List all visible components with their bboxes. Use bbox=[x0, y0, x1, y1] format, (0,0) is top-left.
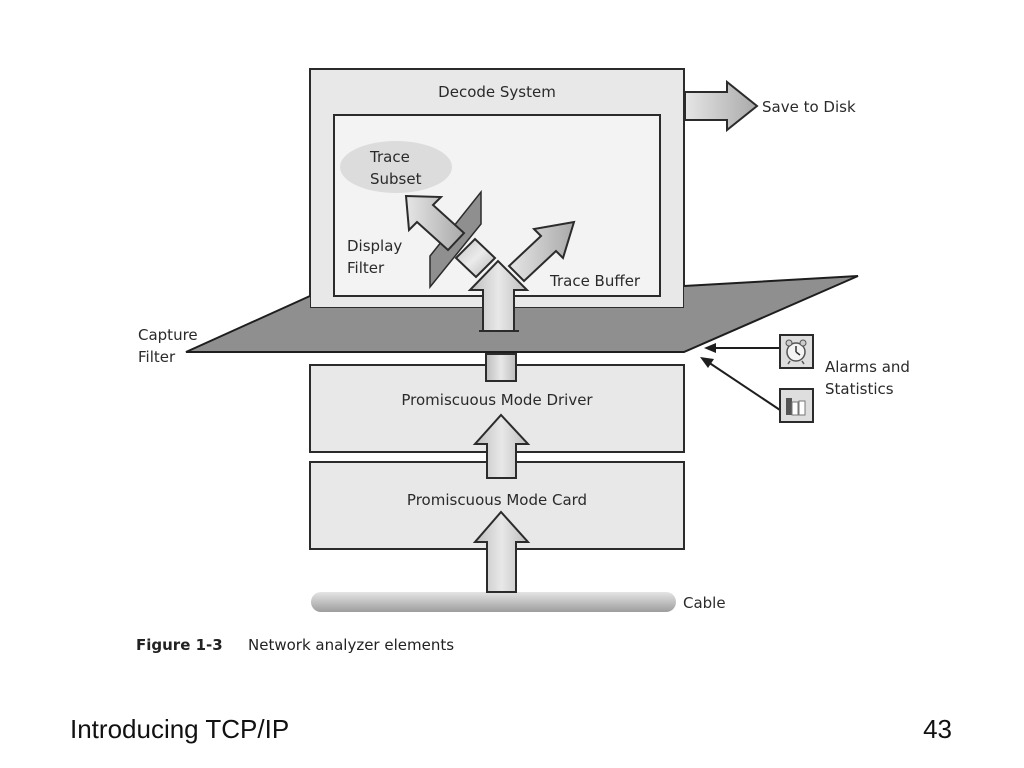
promiscuous-mode-card-label: Promiscuous Mode Card bbox=[407, 491, 587, 509]
decode-system-label: Decode System bbox=[438, 83, 556, 101]
driver-to-capture-connector bbox=[485, 353, 517, 382]
trace-subset-label-line1: Trace bbox=[369, 148, 410, 166]
capture-filter-label-line1: Capture bbox=[138, 326, 198, 344]
cable bbox=[311, 592, 676, 612]
display-filter-connector bbox=[454, 237, 497, 279]
alarms-statistics-label-line1: Alarms and bbox=[825, 358, 910, 376]
alarm-clock-icon bbox=[779, 334, 814, 369]
figure-number: Figure 1-3 bbox=[136, 636, 223, 654]
trace-subset-ellipse bbox=[340, 141, 452, 193]
cable-label: Cable bbox=[683, 594, 726, 612]
display-filter-label-line2: Filter bbox=[347, 259, 385, 277]
alarm-arrowhead bbox=[704, 343, 716, 353]
page-number: 43 bbox=[923, 714, 952, 744]
stats-arrowhead bbox=[700, 357, 714, 368]
promiscuous-mode-driver-label: Promiscuous Mode Driver bbox=[401, 391, 593, 409]
card-to-driver-arrow bbox=[472, 413, 531, 479]
trace-buffer-arrow bbox=[507, 220, 576, 283]
stats-arrow-line bbox=[707, 361, 781, 411]
bar-chart-icon bbox=[779, 388, 814, 423]
trace-buffer-label: Trace Buffer bbox=[549, 272, 641, 290]
cable-to-card-arrow bbox=[472, 510, 531, 593]
figure-caption: Network analyzer elements bbox=[248, 636, 454, 654]
alarms-statistics-label-line2: Statistics bbox=[825, 380, 894, 398]
trace-subset-arrow bbox=[404, 194, 466, 252]
capture-filter-label-line2: Filter bbox=[138, 348, 176, 366]
save-to-disk-arrow bbox=[684, 79, 759, 133]
footer-title: Introducing TCP/IP bbox=[70, 714, 290, 744]
capture-filter-edge bbox=[185, 275, 859, 353]
save-to-disk-label: Save to Disk bbox=[762, 98, 856, 116]
capture-filter-plane bbox=[186, 276, 858, 352]
trace-subset-label-line2: Subset bbox=[370, 170, 422, 188]
display-filter-label-line1: Display bbox=[347, 237, 402, 255]
